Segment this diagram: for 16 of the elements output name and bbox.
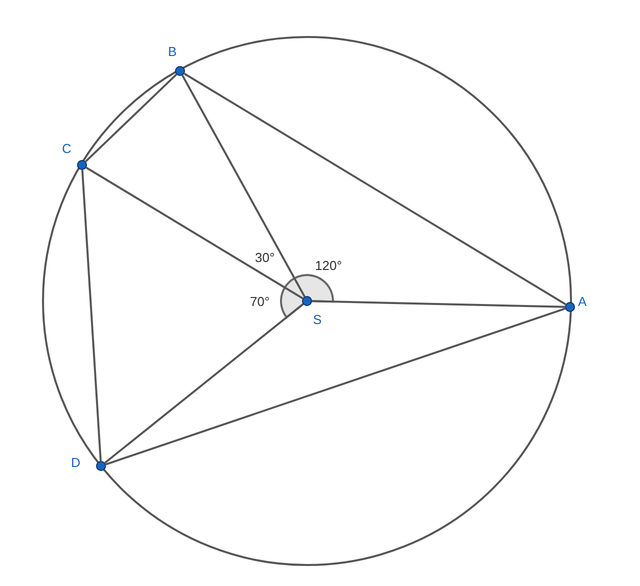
line-segment — [312, 300, 566, 308]
line-segment — [184, 72, 566, 306]
point-label: S — [313, 313, 322, 326]
point-label: B — [168, 45, 177, 58]
angle-label: 120° — [315, 259, 342, 272]
point-label: A — [578, 295, 587, 308]
line-segment — [86, 166, 304, 300]
point-label: D — [71, 456, 80, 469]
line-segment — [182, 74, 306, 298]
line-segment — [84, 74, 178, 162]
angle-label: 70° — [250, 295, 270, 308]
line-segment — [81, 170, 102, 462]
line-segment — [104, 303, 304, 464]
line-segment — [105, 308, 566, 466]
point-label: C — [62, 142, 72, 155]
angle-label: 30° — [255, 251, 275, 264]
